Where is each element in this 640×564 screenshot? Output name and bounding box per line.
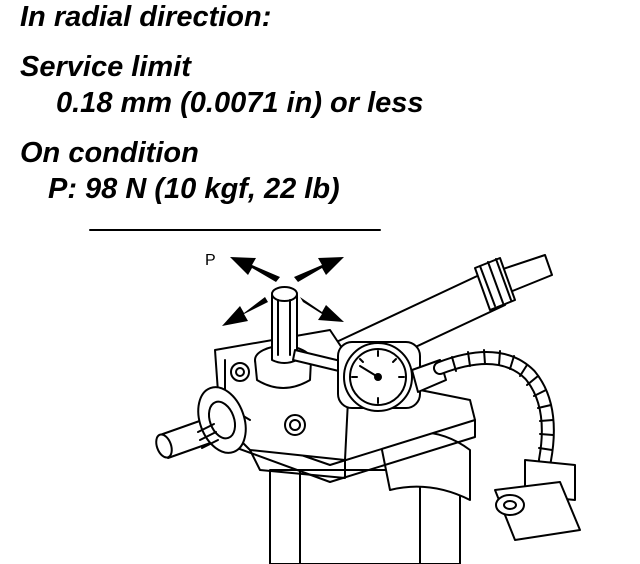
service-limit-value: 0.18 mm (0.0071 in) or less	[56, 87, 424, 119]
arrow-down-left-icon	[222, 297, 268, 326]
flexible-holder-arm	[433, 349, 555, 467]
service-limit-label: Service limit	[20, 51, 191, 83]
force-label-p: P	[205, 252, 216, 269]
pinion-shaft-top	[271, 286, 298, 302]
arrow-up-left-icon	[230, 257, 280, 282]
force-arrows	[222, 257, 344, 326]
arrow-up-right-icon	[294, 257, 344, 282]
pinion-shaft	[271, 294, 298, 364]
tie-rod-end	[499, 254, 553, 293]
on-condition-label: On condition	[20, 137, 199, 169]
on-condition-value: P: 98 N (10 kgf, 22 lb)	[48, 173, 340, 205]
section-heading: In radial direction:	[20, 1, 272, 33]
arrow-down-right-icon	[300, 297, 344, 322]
